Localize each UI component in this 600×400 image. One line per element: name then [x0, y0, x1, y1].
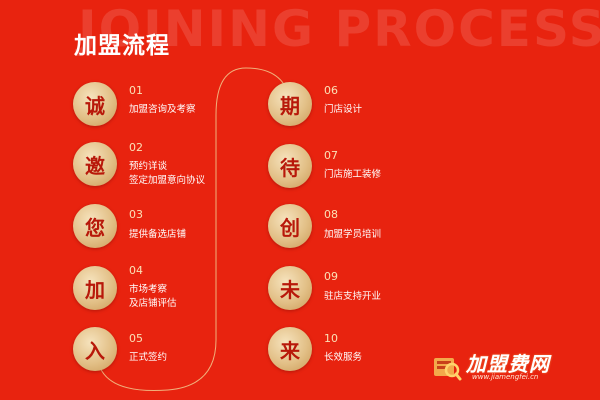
step-description: 门店施工装修 — [324, 169, 382, 180]
step-description: 市场考察 — [129, 284, 168, 295]
step-number: 06 — [324, 84, 338, 97]
step-circle: 诚 — [73, 82, 117, 126]
site-logo[interactable]: 加盟费网 www.jiamengfei.cn — [432, 348, 572, 388]
step-number: 08 — [324, 208, 338, 221]
background-watermark: JOINING PROCESS — [78, 0, 600, 58]
step-circle: 入 — [73, 327, 117, 371]
step-circle: 创 — [268, 204, 312, 248]
page-title: 加盟流程 — [74, 33, 170, 59]
step-circle: 加 — [73, 266, 117, 310]
step-circle: 您 — [73, 204, 117, 248]
step-circle: 邀 — [73, 142, 117, 186]
logo-url: www.jiamengfei.cn — [472, 373, 539, 381]
step-description: 及店铺评估 — [129, 298, 177, 309]
step-number: 07 — [324, 149, 338, 162]
step-description: 预约详谈 — [129, 161, 168, 172]
step-number: 04 — [129, 264, 143, 277]
step-description: 加盟咨询及考察 — [129, 104, 196, 115]
step-description: 门店设计 — [324, 104, 363, 115]
step-description: 正式签约 — [129, 352, 168, 363]
step-number: 02 — [129, 141, 143, 154]
step-number: 09 — [324, 270, 338, 283]
step-number: 10 — [324, 332, 338, 345]
step-circle: 期 — [268, 82, 312, 126]
step-circle: 未 — [268, 266, 312, 310]
step-circle: 待 — [268, 144, 312, 188]
step-circle: 来 — [268, 327, 312, 371]
step-description: 长效服务 — [324, 352, 363, 363]
step-number: 05 — [129, 332, 143, 345]
step-number: 03 — [129, 208, 143, 221]
step-description: 驻店支持开业 — [324, 291, 382, 302]
step-description: 签定加盟意向协议 — [129, 175, 206, 186]
step-number: 01 — [129, 84, 143, 97]
logo-magnifier-icon — [434, 358, 462, 381]
logo-text: 加盟费网 — [466, 352, 550, 376]
step-description: 提供备选店铺 — [129, 229, 187, 240]
step-description: 加盟学员培训 — [324, 229, 382, 240]
